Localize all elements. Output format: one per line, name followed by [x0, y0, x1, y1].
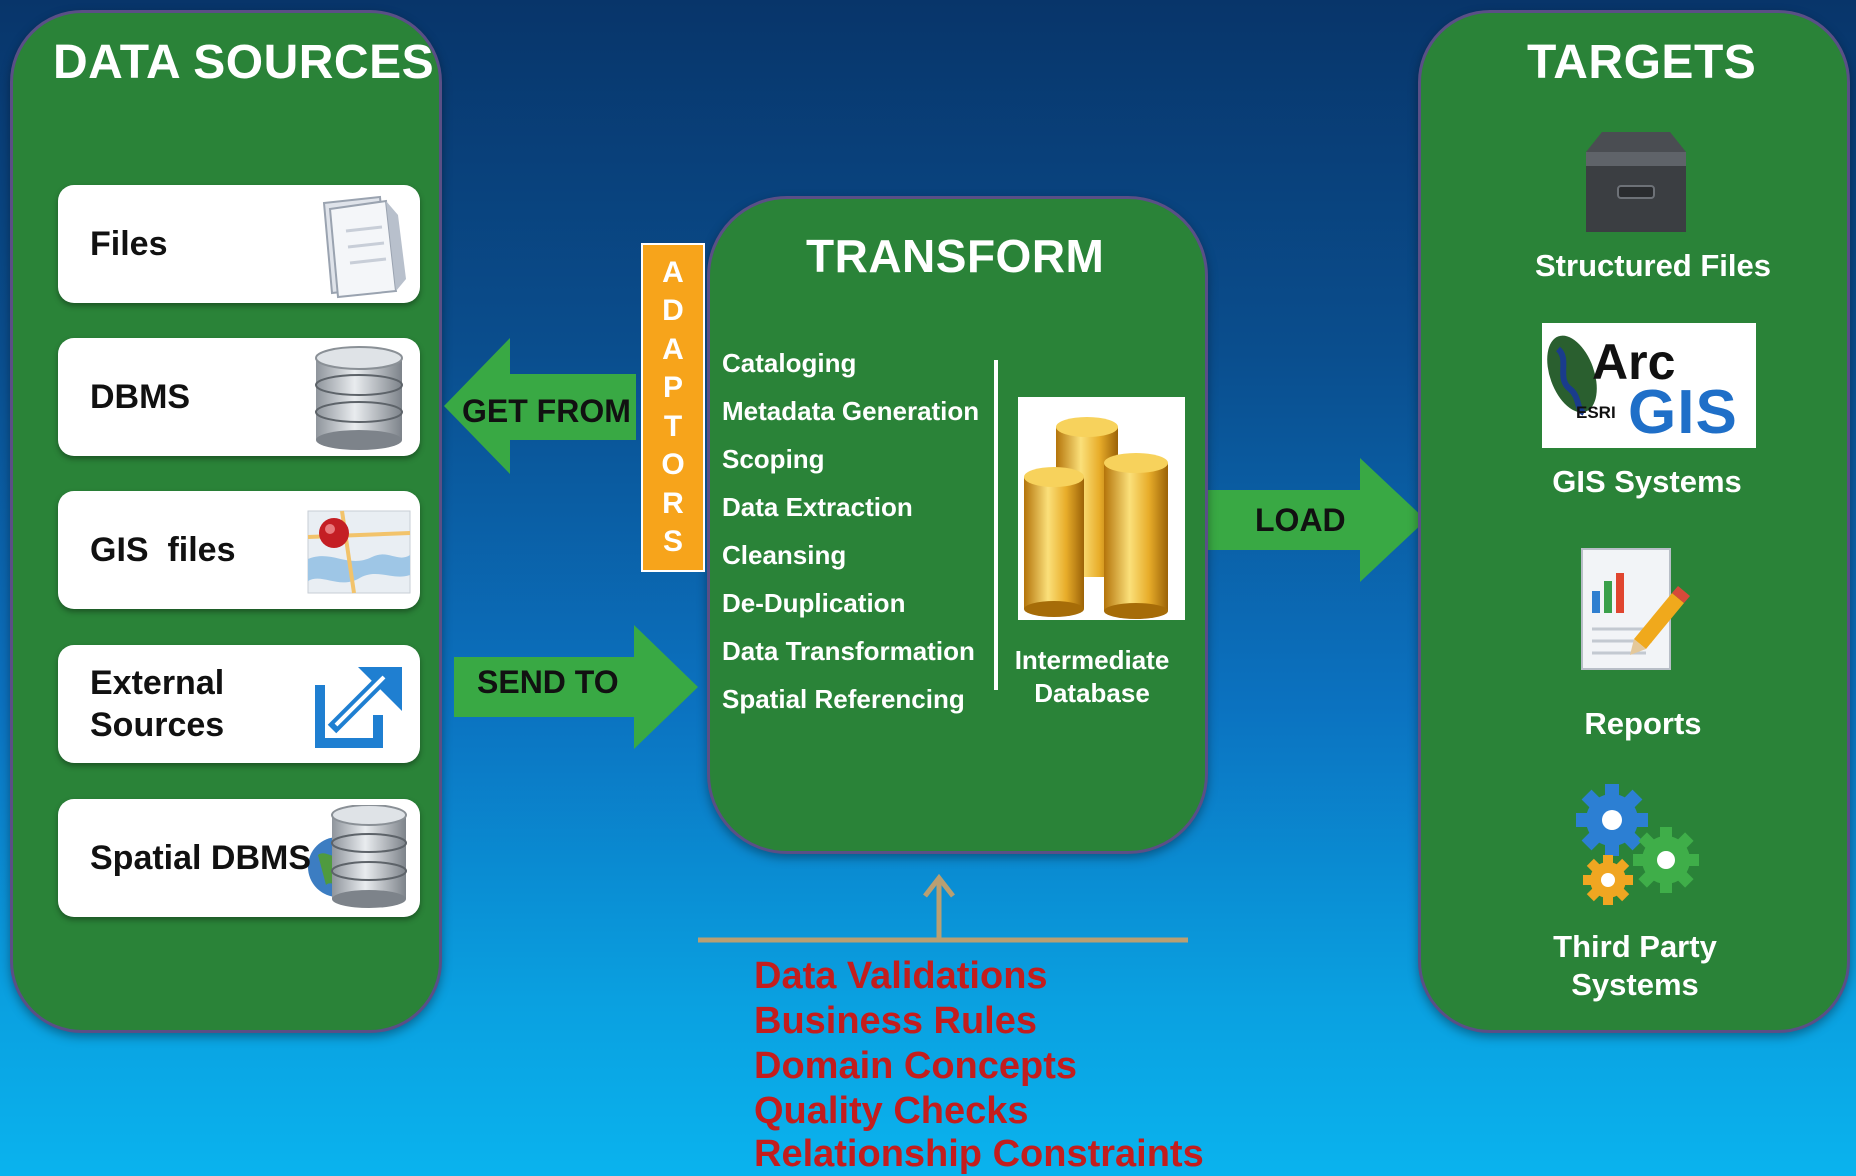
target-label-third-party-systems: Third Party Systems — [1553, 929, 1717, 1002]
transform-title: TRANSFORM — [806, 230, 1105, 282]
adaptors-strip: A D A P T O R S — [641, 243, 705, 572]
arcgis-gis-text: GIS — [1628, 378, 1738, 447]
globe-database-icon — [308, 805, 407, 908]
rule-item: Relationship Constraints — [754, 1133, 1204, 1175]
transform-step: Data Extraction — [722, 492, 913, 522]
rule-item: Business Rules — [754, 1000, 1037, 1042]
external-link-icon — [315, 667, 402, 748]
document-stack-icon — [322, 195, 406, 299]
source-label-spatial-dbms: Spatial DBMS — [90, 839, 312, 877]
adaptors-letter: O — [661, 448, 685, 481]
load-arrow — [1202, 458, 1426, 582]
source-label-dbms: DBMS — [90, 378, 191, 416]
arcgis-esri-text: ESRI — [1576, 403, 1616, 422]
source-label-files: Files — [90, 225, 168, 263]
source-label-external-sources: External Sources — [90, 664, 225, 744]
get-from-label: GET FROM — [462, 393, 631, 429]
targets-title: TARGETS — [1527, 36, 1757, 89]
rules-connector — [698, 873, 1188, 943]
adaptors-letter: A — [662, 332, 684, 366]
target-label-structured-files: Structured Files — [1535, 248, 1771, 283]
database-icon — [315, 346, 403, 450]
intermediate-database-caption: Intermediate Database — [1014, 645, 1170, 708]
adaptors-letter: D — [662, 294, 684, 327]
data-sources-panel: DATA SOURCES Files DBMS GIS f — [10, 10, 442, 1033]
adaptors-letter: P — [662, 371, 683, 404]
globe-icon — [1547, 335, 1597, 416]
source-card-spatial-dbms[interactable]: Spatial DBMS — [58, 799, 420, 917]
report-icon — [1581, 548, 1690, 670]
adaptors-letter: T — [663, 409, 683, 443]
transform-step: Cleansing — [722, 540, 847, 570]
adaptors-letter: S — [662, 525, 683, 558]
rule-item: Domain Concepts — [754, 1045, 1078, 1087]
transform-divider — [994, 360, 998, 690]
map-icon — [307, 510, 411, 594]
target-label-gis-systems: GIS Systems — [1552, 464, 1742, 499]
source-card-gis-files[interactable]: GIS files — [58, 491, 420, 609]
rule-item: Quality Checks — [754, 1090, 1029, 1132]
rule-item: Data Validations — [754, 955, 1048, 997]
gold-coins-database-icon — [1018, 397, 1185, 620]
source-card-files[interactable]: Files — [58, 185, 420, 303]
adaptors-letter: A — [662, 255, 684, 289]
load-label: LOAD — [1255, 502, 1346, 538]
arcgis-arc-text: Arc — [1592, 334, 1676, 390]
source-card-external-sources[interactable]: External Sources — [58, 645, 420, 763]
transform-step: De-Duplication — [722, 588, 906, 618]
transform-step: Spatial Referencing — [722, 684, 965, 714]
get-from-arrow — [444, 338, 636, 474]
send-to-arrow — [454, 625, 698, 749]
transform-step: Data Transformation — [722, 636, 975, 666]
send-to-label: SEND TO — [477, 664, 619, 700]
adaptors-letter: R — [662, 486, 684, 520]
data-sources-title: DATA SOURCES — [53, 36, 435, 89]
gears-icon — [1576, 784, 1699, 905]
source-card-dbms[interactable]: DBMS — [58, 338, 420, 456]
target-label-reports: Reports — [1584, 706, 1702, 741]
source-label-gis-files: GIS files — [90, 531, 236, 569]
transform-step: Metadata Generation — [722, 396, 980, 426]
transform-step: Scoping — [722, 444, 825, 474]
arcgis-logo: Arc ESRI GIS — [1542, 323, 1756, 448]
file-drawer-icon — [1586, 132, 1686, 232]
transform-step: Cataloging — [722, 348, 857, 378]
